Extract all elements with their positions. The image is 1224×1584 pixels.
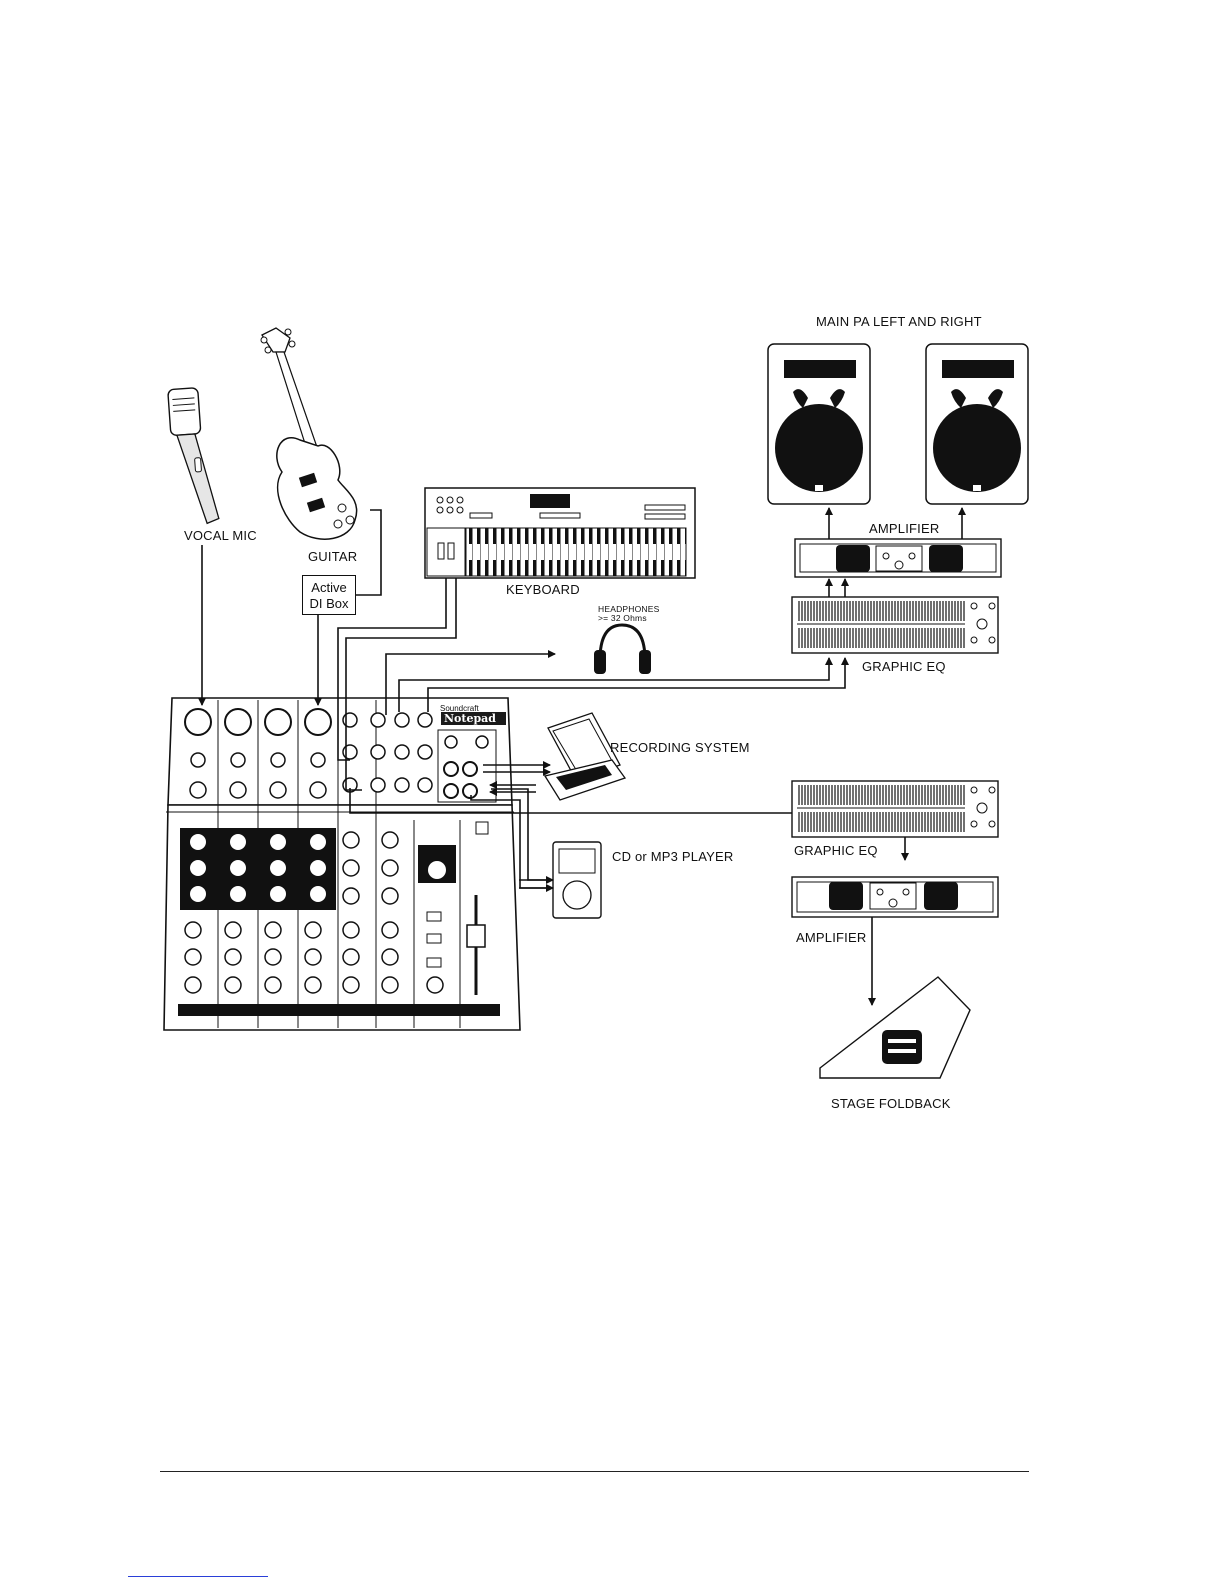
stage-foldback-label: STAGE FOLDBACK [831, 1096, 951, 1111]
guitar-label: GUITAR [308, 549, 357, 564]
cd-player-label: CD or MP3 PLAYER [612, 849, 733, 864]
cd-mp3-player-icon [553, 842, 601, 918]
main-pa-label: MAIN PA LEFT AND RIGHT [816, 314, 982, 329]
mixer-console-icon [164, 698, 520, 1030]
amplifier-bottom-label: AMPLIFIER [796, 930, 866, 945]
graphic-eq-top-icon [792, 597, 998, 653]
footer-link-underline[interactable] [128, 1576, 268, 1577]
di-box: Active DI Box [302, 575, 356, 615]
stage-foldback-wedge-icon [820, 977, 970, 1078]
amplifier-top-icon [795, 539, 1001, 577]
keyboard-label: KEYBOARD [506, 582, 580, 597]
footer-divider [160, 1471, 1029, 1472]
main-pa-left-speaker-icon [768, 344, 870, 504]
di-box-label-line1: Active [303, 580, 355, 596]
amplifier-bottom-icon [792, 877, 998, 917]
di-box-label-line2: DI Box [303, 596, 355, 612]
mixer-model-label: Notepad [441, 712, 506, 725]
amplifier-top-label: AMPLIFIER [869, 521, 939, 536]
vocal-mic-label: VOCAL MIC [184, 528, 257, 543]
graphic-eq-bottom-label: GRAPHIC EQ [794, 843, 878, 858]
guitar-icon [261, 328, 357, 539]
headphones-label: HEADPHONES >= 32 Ohms [598, 605, 660, 623]
vocal-mic-icon [168, 387, 219, 526]
headphones-icon [594, 625, 651, 674]
recording-system-label: RECORDING SYSTEM [610, 740, 750, 755]
keyboard-icon [425, 488, 695, 578]
headphones-label-line2: >= 32 Ohms [598, 614, 660, 623]
graphic-eq-top-label: GRAPHIC EQ [862, 659, 946, 674]
recording-system-laptop-icon [545, 713, 625, 800]
main-pa-right-speaker-icon [926, 344, 1028, 504]
graphic-eq-bottom-icon [792, 781, 998, 837]
